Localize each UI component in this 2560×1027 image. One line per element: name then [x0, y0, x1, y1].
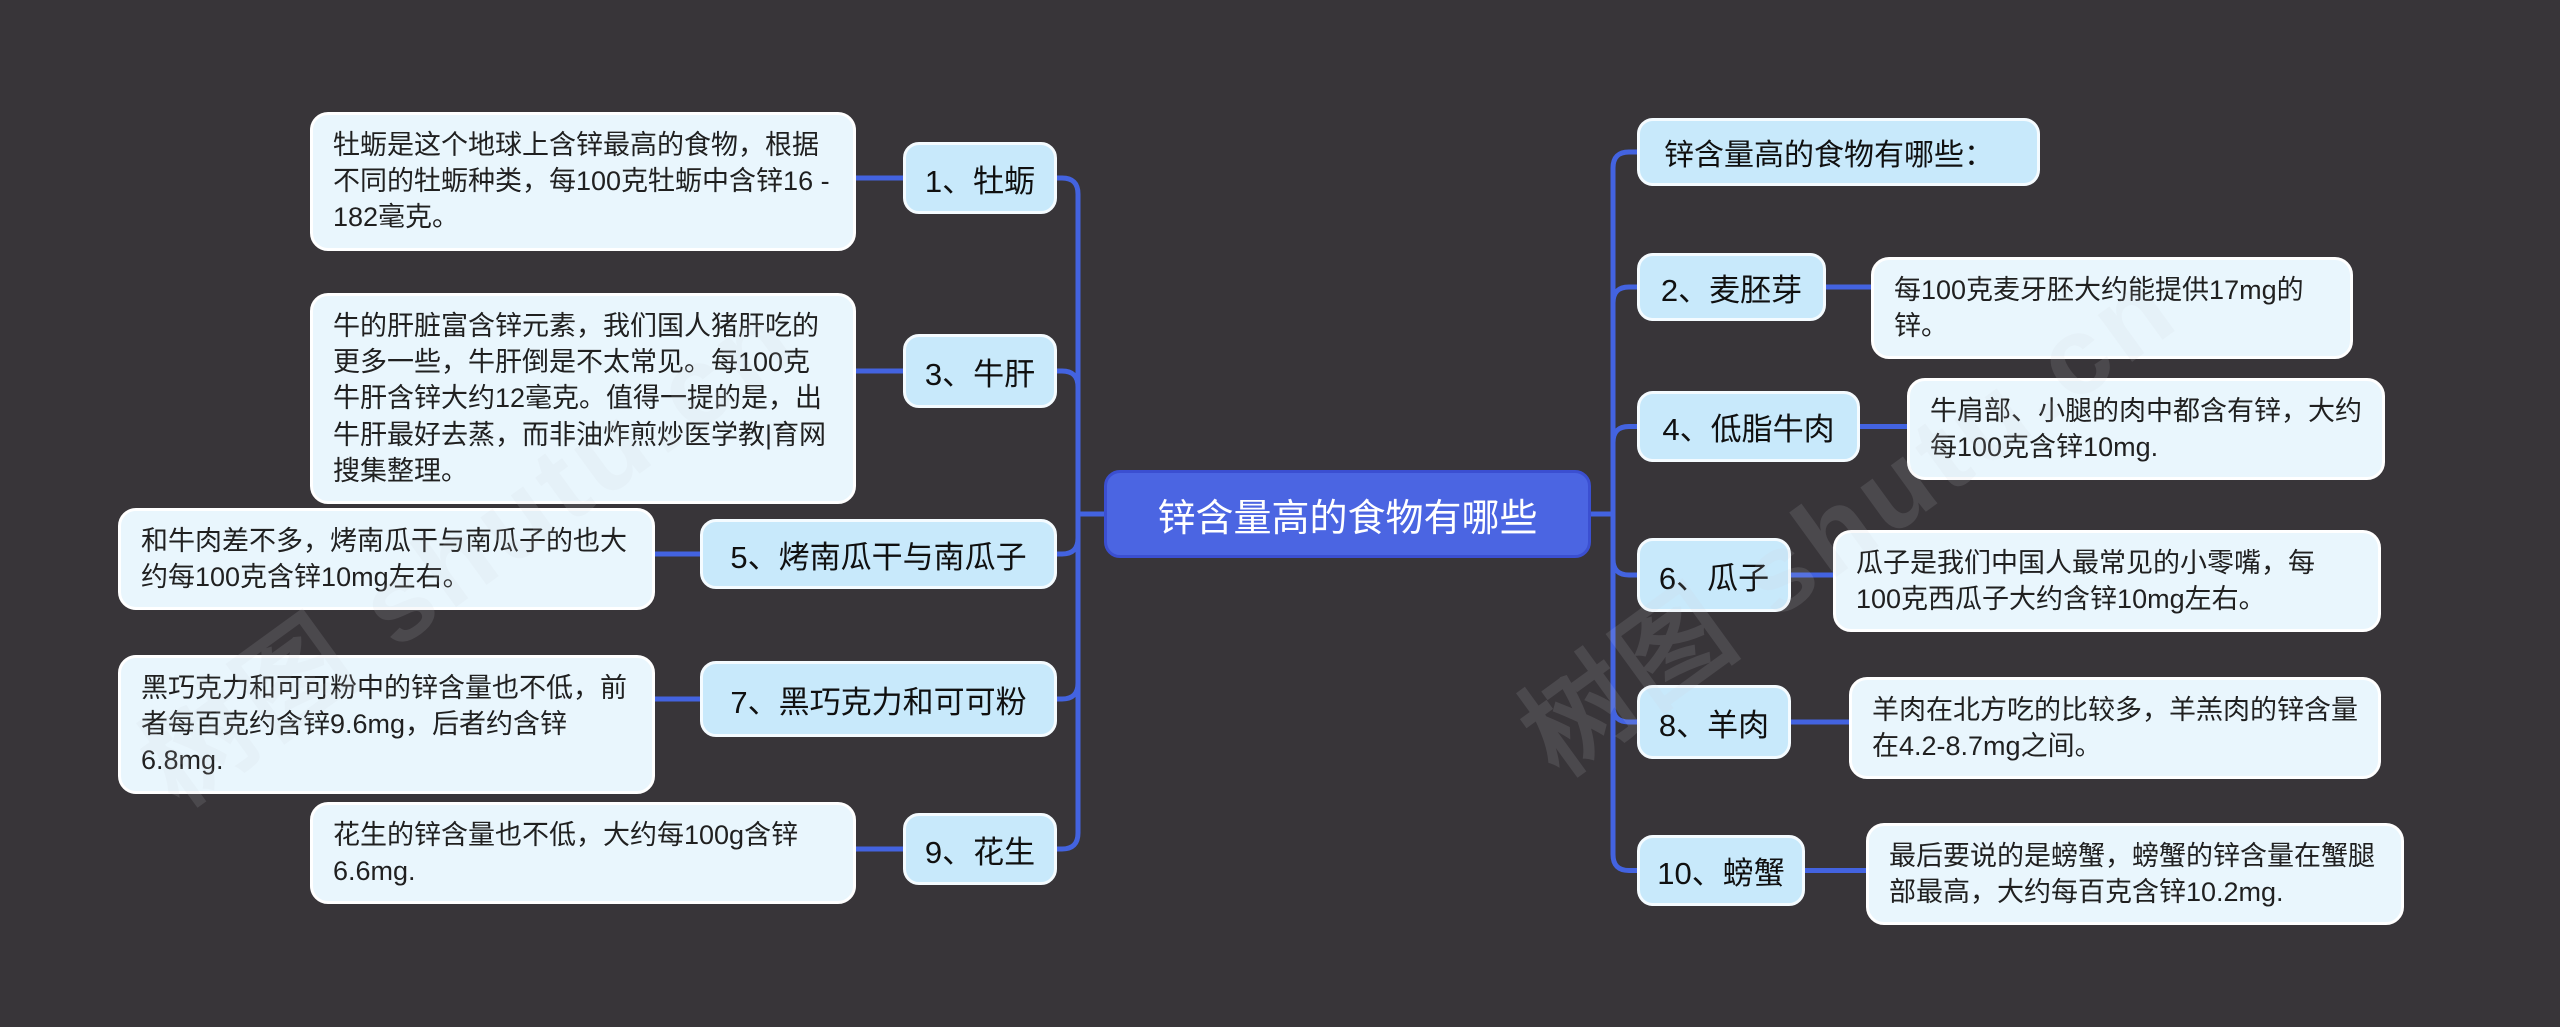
topic-pumpkin-seeds[interactable]: 5、烤南瓜干与南瓜子 [700, 519, 1057, 589]
note-dark-chocolate[interactable]: 黑巧克力和可可粉中的锌含量也不低，前者每百克约含锌9.6mg，后者约含锌6.8m… [118, 655, 655, 794]
topic-lean-beef[interactable]: 4、低脂牛肉 [1637, 391, 1860, 462]
note-pumpkin-seeds[interactable]: 和牛肉差不多，烤南瓜干与南瓜子的也大约每100克含锌10mg左右。 [118, 508, 655, 611]
note-crab[interactable]: 最后要说的是螃蟹，螃蟹的锌含量在蟹腿部最高，大约每百克含锌10.2mg. [1866, 823, 2404, 926]
topic-peanut[interactable]: 9、花生 [903, 813, 1057, 885]
central-topic[interactable]: 锌含量高的食物有哪些 [1104, 470, 1591, 558]
note-oyster[interactable]: 牡蛎是这个地球上含锌最高的食物，根据不同的牡蛎种类，每100克牡蛎中含锌16 -… [310, 112, 856, 251]
topic-beef-liver[interactable]: 3、牛肝 [903, 334, 1057, 408]
note-melon-seeds[interactable]: 瓜子是我们中国人最常见的小零嘴，每100克西瓜子大约含锌10mg左右。 [1833, 530, 2381, 633]
note-peanut[interactable]: 花生的锌含量也不低，大约每100g含锌6.6mg. [310, 802, 856, 905]
note-beef-liver[interactable]: 牛的肝脏富含锌元素，我们国人猪肝吃的更多一些，牛肝倒是不太常见。每100克牛肝含… [310, 293, 856, 504]
topic-dark-chocolate[interactable]: 7、黑巧克力和可可粉 [700, 661, 1057, 737]
topic-crab[interactable]: 10、螃蟹 [1637, 835, 1805, 906]
right-section-title[interactable]: 锌含量高的食物有哪些： [1637, 118, 2040, 186]
topic-oyster[interactable]: 1、牡蛎 [903, 142, 1057, 214]
topic-wheat-germ[interactable]: 2、麦胚芽 [1637, 253, 1826, 321]
note-mutton[interactable]: 羊肉在北方吃的比较多，羊羔肉的锌含量在4.2-8.7mg之间。 [1849, 677, 2381, 780]
topic-melon-seeds[interactable]: 6、瓜子 [1637, 538, 1791, 612]
topic-mutton[interactable]: 8、羊肉 [1637, 685, 1791, 759]
note-lean-beef[interactable]: 牛肩部、小腿的肉中都含有锌，大约每100克含锌10mg. [1907, 378, 2385, 481]
note-wheat-germ[interactable]: 每100克麦牙胚大约能提供17mg的锌。 [1871, 257, 2353, 360]
